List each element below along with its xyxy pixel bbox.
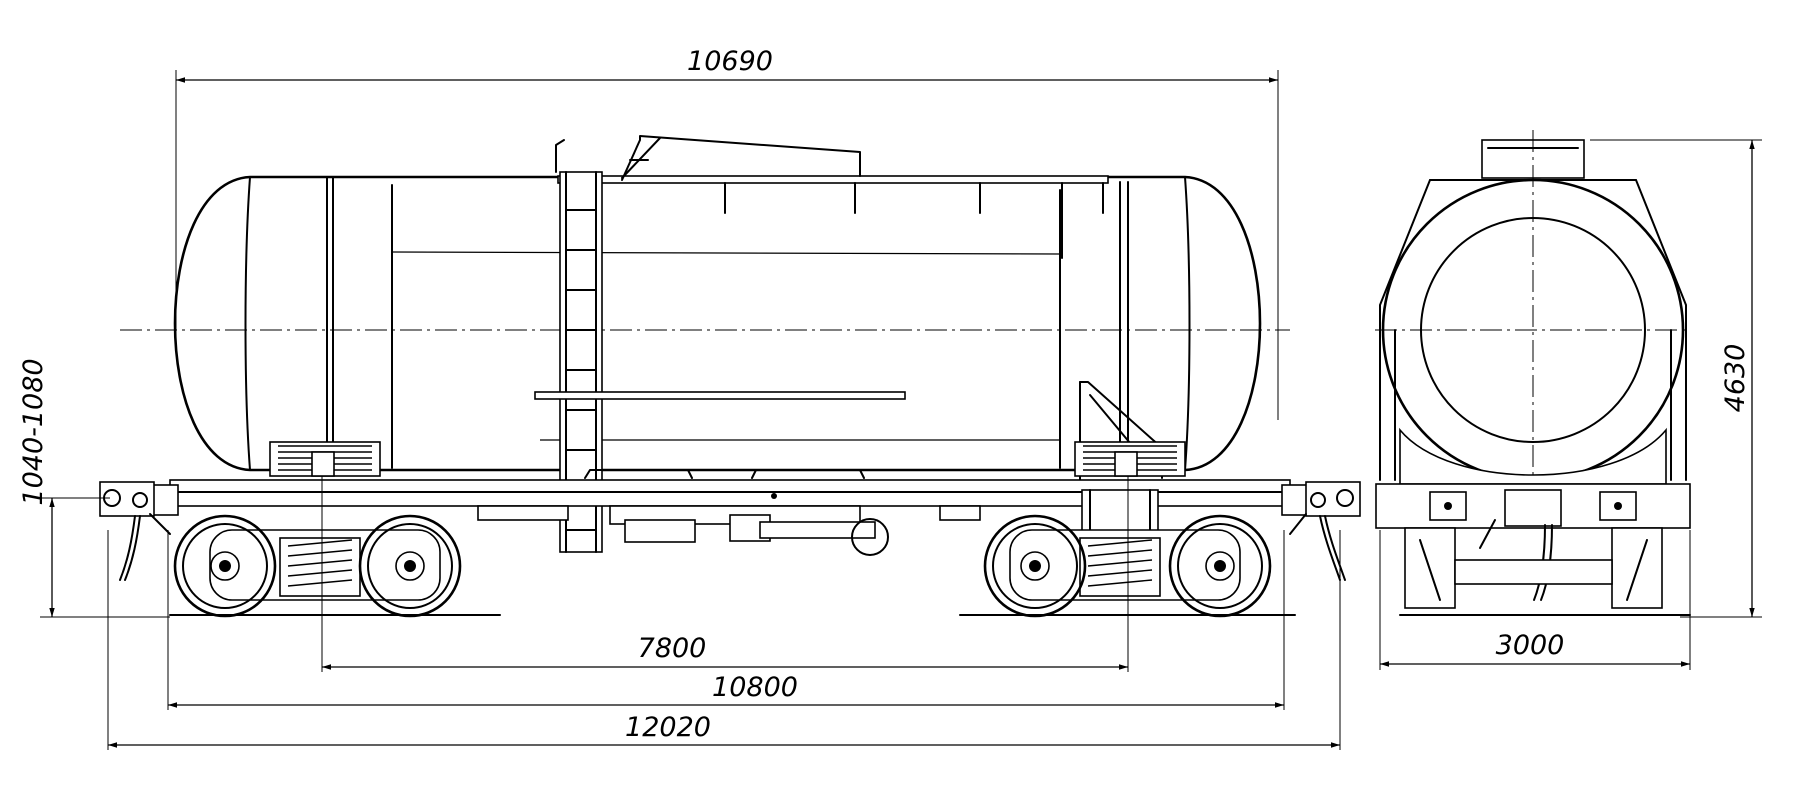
dim-truck-centers: 7800	[638, 633, 707, 664]
top-walkway	[557, 135, 1109, 259]
left-truck	[169, 514, 501, 618]
dim-length-over-couplers: 12020	[625, 712, 711, 743]
side-view	[99, 135, 1361, 618]
dim-overall-height: 4630	[1720, 344, 1751, 413]
dimension-lines: 10690 7800 10800 12020 1040-1080 4630 30…	[18, 46, 1762, 750]
dim-overall-body-length: 10690	[687, 46, 773, 77]
tank-barrel	[173, 175, 1262, 472]
dim-coupler-height: 1040-1080	[18, 358, 49, 505]
left-coupler	[99, 481, 171, 581]
dim-frame-length: 10800	[712, 672, 798, 703]
right-truck	[959, 514, 1296, 618]
end-view	[1375, 130, 1691, 616]
dim-overall-width: 3000	[1496, 630, 1565, 661]
side-handrail	[534, 391, 906, 400]
left-bolster-cradle	[269, 441, 381, 477]
right-bolster-cradle	[1074, 441, 1186, 477]
underframe	[149, 479, 1311, 556]
right-coupler	[1289, 481, 1361, 581]
